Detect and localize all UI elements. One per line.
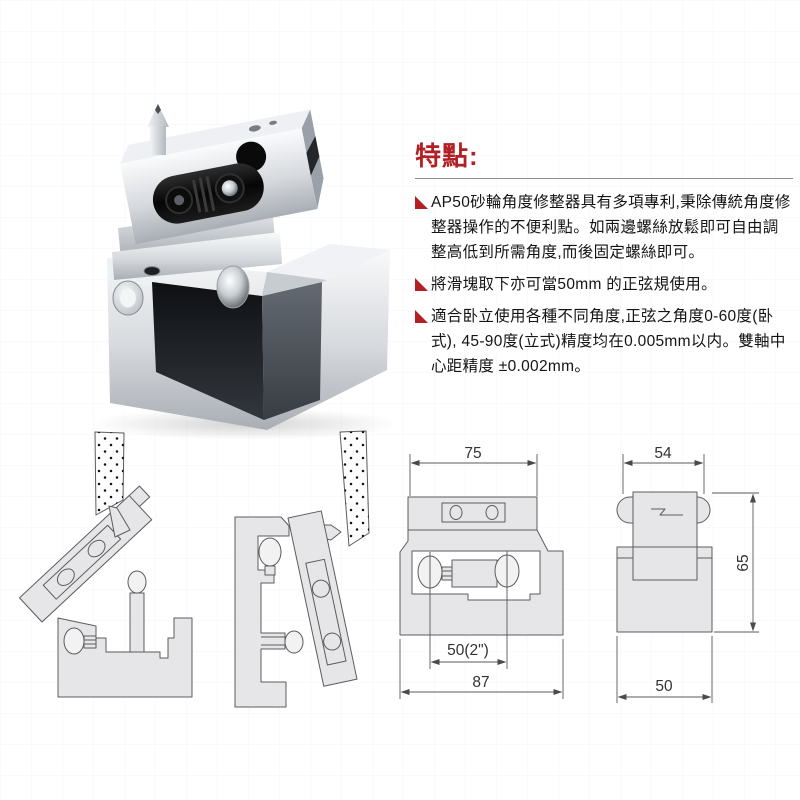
neck	[632, 491, 698, 548]
top-roller	[127, 570, 147, 594]
left-roller	[63, 627, 85, 655]
drawing-side-view	[616, 491, 713, 633]
photo-base-block	[107, 244, 390, 430]
diamond-point	[108, 505, 131, 538]
photo-head-block	[120, 109, 324, 245]
side-roller	[284, 630, 304, 654]
top-roller	[258, 537, 282, 567]
feature-text: 適合卧立使用各種不同角度,正弦之角度0-60度(卧式), 45-90度(立式)精…	[431, 308, 786, 375]
dimension-label-base-width: 50	[655, 678, 673, 695]
dimension-label-base-width: 87	[472, 674, 489, 691]
grinding-wheel-section	[94, 431, 125, 516]
dimension-label-top-width: 75	[464, 445, 481, 462]
feature-list: AP50砂輪角度修整器具有多項專利,秉除傳統角度修整器操作的不便利點。如兩邊螺絲…	[415, 190, 793, 379]
photo-diamond-pin	[147, 104, 169, 155]
dimension-label-height: 65	[735, 554, 752, 571]
side-view-dimensions: 54 65 50	[616, 445, 759, 703]
feature-text: AP50砂輪角度修整器具有多項專利,秉除傳統角度修整器操作的不便利點。如兩邊螺絲…	[431, 194, 791, 261]
feature-item: AP50砂輪角度修整器具有多項專利,秉除傳統角度修整器操作的不便利點。如兩邊螺絲…	[415, 190, 793, 265]
heading-underline	[415, 178, 793, 179]
roller-bracket	[83, 635, 97, 649]
bullet-triangle-icon	[415, 196, 428, 209]
photo-rollers	[112, 265, 250, 316]
feature-item: 適合卧立使用各種不同角度,正弦之角度0-60度(卧式), 45-90度(立式)精…	[415, 304, 793, 379]
tilted-slide	[287, 510, 358, 687]
roller-bracket	[441, 566, 453, 581]
gauge-column	[129, 592, 145, 653]
drawing-horizontal-use	[18, 431, 193, 698]
features-heading: 特點:	[415, 141, 479, 171]
bullet-triangle-icon	[415, 278, 428, 291]
grinding-wheel-section	[339, 430, 370, 547]
dimension-label-top-width: 54	[654, 445, 672, 462]
drawing-vertical-use	[234, 430, 370, 708]
bullet-triangle-icon	[415, 310, 428, 323]
photo-knob-assembly	[152, 141, 267, 224]
slide-cross-section	[451, 559, 498, 588]
dimension-label-roller-spacing: 50(2")	[447, 642, 489, 659]
drawing-front-view	[399, 496, 564, 636]
features-section: 特點: AP50砂輪角度修整器具有多項專利,秉除傳統角度修整器操作的不便利點。如…	[415, 141, 793, 386]
neck-lower	[632, 546, 698, 581]
base-block	[234, 516, 290, 708]
feature-text: 將滑塊取下亦可當50mm 的正弦規使用。	[431, 276, 717, 293]
product-photo	[90, 104, 400, 440]
top-block	[407, 496, 538, 531]
front-view-dimensions: 75 50(2") 87	[399, 445, 564, 699]
roller-bracket	[264, 565, 276, 576]
feature-item: 將滑塊取下亦可當50mm 的正弦規使用。	[415, 272, 793, 297]
